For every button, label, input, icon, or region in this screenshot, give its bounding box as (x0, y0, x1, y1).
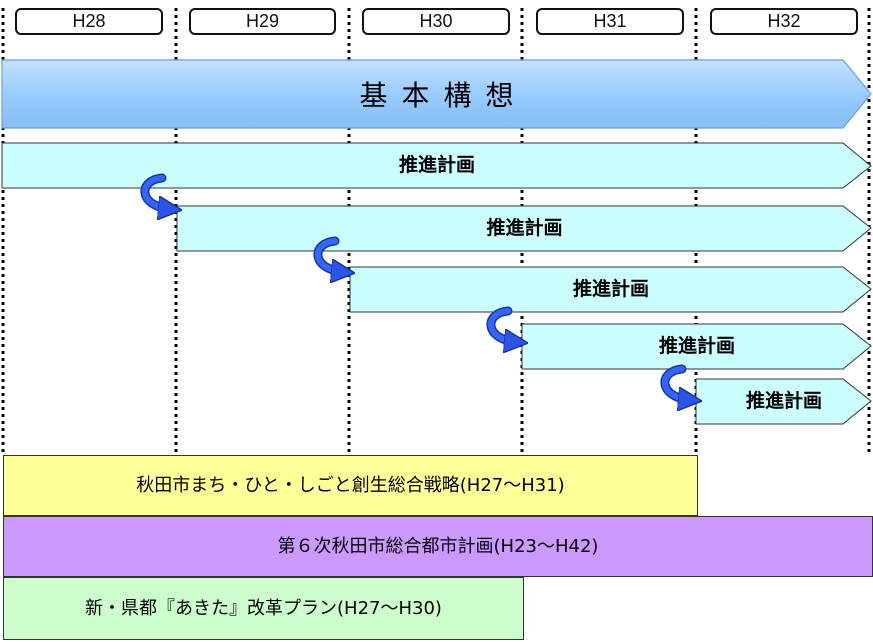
plan-arrows (1, 142, 872, 425)
year-label: H28 (15, 8, 163, 35)
rollover-arrow-icon (488, 308, 516, 342)
rollover-arrows (140, 173, 690, 400)
rollover-arrow-icon (315, 238, 343, 272)
plan-label: 推進計画 (745, 390, 822, 412)
plan-label: 推進計画 (572, 278, 649, 300)
plan-arrow-shape (176, 205, 872, 252)
plan-arrow-shape (1, 142, 872, 189)
plan-arrow-shape (349, 266, 872, 313)
concept-label: 基本構想 (359, 79, 528, 112)
rollover-arrow-icon (662, 366, 690, 400)
prefecture-plan-bar: 新・県都『あきた』改革プラン(H27～H30) (3, 577, 524, 640)
plan-arrow-shape (521, 323, 872, 370)
rollover-arrow-icon (142, 175, 170, 209)
concept-arrow-shape (1, 59, 872, 129)
plan-label: 推進計画 (486, 217, 563, 239)
year-label: H31 (536, 8, 684, 35)
strategy-plan-bar: 秋田市まち・ひと・しごと創生総合戦略(H27～H31) (3, 455, 698, 516)
city-plan-bar: 第６次秋田市総合都市計画(H23～H42) (3, 516, 873, 577)
plan-arrow-shape (695, 378, 872, 425)
year-label: H30 (362, 8, 510, 35)
year-label: H29 (189, 8, 336, 35)
plan-label: 推進計画 (658, 335, 735, 357)
year-label: H32 (710, 8, 858, 35)
plan-label: 推進計画 (398, 154, 475, 176)
